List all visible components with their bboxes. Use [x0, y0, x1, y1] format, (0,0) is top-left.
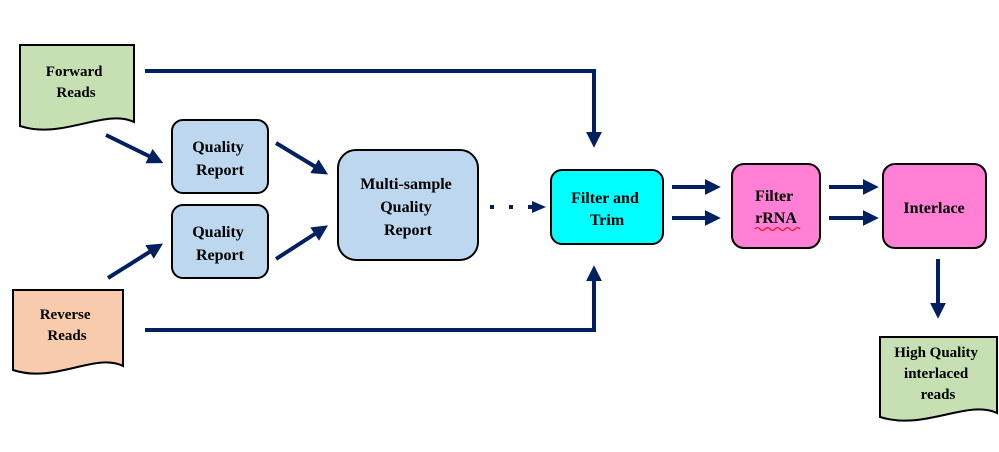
arrow-forward-to-quality-report-1 [105, 133, 164, 164]
svg-text:Multi-sample Quality: Multi-sample Quality Report [360, 176, 456, 239]
reverse-reads-label-line1: Reverse [40, 307, 91, 323]
multi-sample-report-label-line3: Report [384, 222, 433, 239]
interlace-label: Interlace [903, 200, 964, 217]
forward-reads-label-line1: Forward [46, 64, 103, 80]
quality-report-node-2: Quality Report [171, 204, 269, 279]
high-quality-reads-label-line1: High Quality [894, 345, 978, 361]
high-quality-reads-label-line2: interlaced [904, 366, 969, 382]
filter-trim-label-line2: Trim [590, 212, 625, 229]
filter-rrna-node: Filter rRNA [731, 163, 821, 249]
filter-trim-shape [550, 169, 664, 245]
quality-report-2-label-line1: Quality [192, 224, 244, 241]
filter-rrna-shape [731, 163, 821, 249]
filter-trim-node: Filter and Trim [550, 169, 664, 245]
svg-text:Reverse Reads: Reverse Reads [40, 307, 95, 344]
forward-reads-label-line2: Reads [56, 85, 95, 101]
svg-text:Quality Report: Quality Report [192, 224, 248, 264]
arrow-reverse-to-filter-trim [145, 265, 602, 332]
dotted-connector-arrowhead [532, 201, 546, 213]
quality-report-2-shape [171, 204, 269, 279]
svg-text:Filter and Trim: Filter and Trim [571, 190, 643, 229]
high-quality-reads-node: High Quality interlaced reads [879, 336, 998, 422]
svg-text:Interlace: Interlace [903, 200, 964, 217]
multi-sample-report-node: Multi-sample Quality Report [337, 149, 479, 261]
svg-text:Filter rRNA: Filter rRNA [755, 188, 797, 227]
svg-text:High Quality interlaced: High Quality interlaced reads [894, 345, 982, 403]
svg-text:Forward Reads: Forward Reads [46, 64, 106, 101]
filter-rrna-label-line1: Filter [755, 188, 793, 205]
multi-sample-report-label-line2: Quality [380, 199, 432, 216]
forward-reads-shape [19, 44, 135, 131]
quality-report-2-label-line2: Report [196, 247, 245, 264]
quality-report-node-1: Quality Report [171, 119, 269, 194]
arrow-quality-report-1-to-multi-sample [274, 141, 329, 175]
interlace-node: Interlace [882, 163, 987, 249]
high-quality-reads-shape [879, 336, 998, 422]
svg-text:Quality Report: Quality Report [192, 139, 248, 179]
reverse-reads-label-line2: Reads [47, 328, 86, 344]
arrow-forward-to-filter-trim [145, 69, 602, 148]
quality-report-1-shape [171, 119, 269, 194]
multi-sample-report-label-line1: Multi-sample [360, 176, 452, 193]
filter-rrna-label-line2: rRNA [755, 210, 797, 227]
arrow-quality-report-2-to-multi-sample [274, 225, 329, 261]
reverse-reads-node: Reverse Reads [12, 289, 124, 375]
high-quality-reads-label-line3: reads [921, 387, 956, 403]
quality-report-1-label-line2: Report [196, 162, 245, 179]
multi-sample-report-shape [337, 149, 479, 261]
spellcheck-underline [754, 227, 801, 231]
arrow-reverse-to-quality-report-2 [106, 243, 164, 280]
reverse-reads-shape [12, 289, 124, 375]
filter-trim-label-line1: Filter and [571, 190, 639, 207]
forward-reads-node: Forward Reads [19, 44, 135, 131]
interlace-shape [882, 163, 987, 249]
quality-report-1-label-line1: Quality [192, 139, 244, 156]
